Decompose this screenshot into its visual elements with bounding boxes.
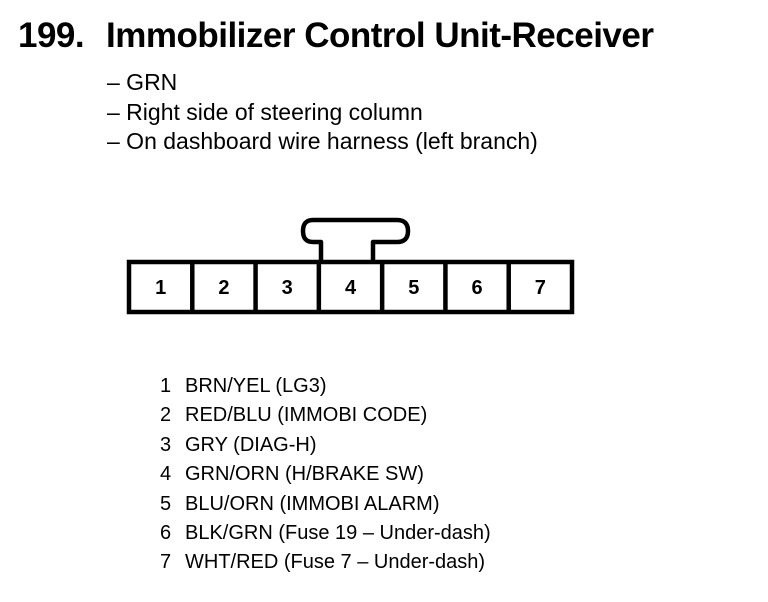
pinout-description: BLU/ORN (IMMOBI ALARM) (185, 492, 440, 515)
connector-pin-5-label: 5 (408, 277, 419, 299)
connector-body (126, 259, 575, 315)
note-location: – Right side of steering column (107, 98, 423, 125)
pinout-pin-number: 1 (160, 375, 172, 397)
note-color: – GRN (107, 69, 178, 95)
pinout-row: 7 WHT/RED (Fuse 7 – Under-dash) (160, 548, 491, 577)
component-name: Immobilizer Control Unit-Receiver (106, 16, 654, 55)
pinout-description: BLK/GRN (Fuse 19 – Under-dash) (185, 522, 491, 545)
pinout-pin-number: 3 (160, 433, 172, 456)
pinout-description: RED/BLU (IMMOBI CODE) (185, 404, 428, 427)
pinout-description: GRN/ORN (H/BRAKE SW) (185, 463, 424, 486)
pinout-pin-number: 4 (160, 463, 172, 486)
pinout-pin-number: 2 (160, 404, 172, 427)
connector-pin-7-label: 7 (535, 277, 546, 299)
pinout-row: 3 GRY (DIAG-H) (160, 431, 491, 460)
pinout-row: 6 BLK/GRN (Fuse 19 – Under-dash) (160, 519, 491, 548)
pinout-row: 5 BLU/ORN (IMMOBI ALARM) (160, 490, 491, 519)
connector-pin-2-label: 2 (218, 277, 229, 299)
connector-pin-1-label: 1 (155, 277, 166, 299)
pinout-row: 4 GRN/ORN (H/BRAKE SW) (160, 460, 491, 489)
pinout-pin-number: 7 (160, 551, 172, 574)
pinout-pin-number: 5 (160, 492, 172, 515)
connector-pin-4-label: 4 (345, 277, 357, 299)
component-title: 199. Immobilizer Control Unit-Receiver (18, 14, 654, 58)
connector-lock-tab (300, 217, 411, 262)
component-number: 199. (18, 16, 85, 55)
pinout-row: 1 BRN/YEL (LG3) (160, 372, 491, 401)
connector-diagram: 1 2 3 4 5 6 7 (126, 217, 575, 315)
connector-pin-6-label: 6 (472, 277, 483, 299)
pinout-description: GRY (DIAG-H) (185, 433, 317, 456)
pinout-pin-number: 6 (160, 522, 172, 545)
pinout-description: BRN/YEL (LG3) (185, 375, 327, 397)
pinout-row: 2 RED/BLU (IMMOBI CODE) (160, 401, 491, 430)
pinout-description: WHT/RED (Fuse 7 – Under-dash) (185, 551, 486, 574)
component-notes: – GRN – Right side of steering column – … (107, 68, 538, 157)
connector-pin-3-label: 3 (282, 277, 293, 299)
note-harness: – On dashboard wire harness (left branch… (107, 128, 538, 154)
connector-pins: 1 2 3 4 5 6 7 (155, 262, 546, 312)
